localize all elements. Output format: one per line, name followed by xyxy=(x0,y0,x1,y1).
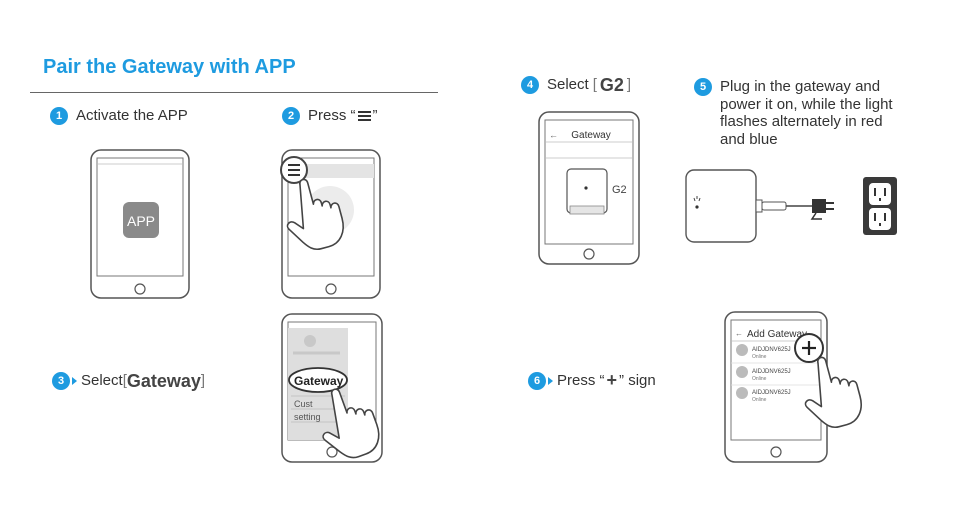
g2-device-label: G2 xyxy=(612,184,627,196)
step-1: 1 Activate the APP xyxy=(50,107,188,125)
back-arrow-icon: ← xyxy=(549,130,558,140)
device-name: AIDJDNV625J xyxy=(752,390,791,396)
phone-select-gateway: Gateway Cust setting xyxy=(281,313,386,467)
phone-press-menu xyxy=(276,149,381,299)
step-4-badge: 4 xyxy=(521,76,539,94)
phone-activate-app: APP xyxy=(90,149,190,299)
title-divider xyxy=(30,92,438,93)
step-6-arrow-icon xyxy=(548,377,553,385)
menu-item-custom: Cust xyxy=(294,399,313,409)
step-5-line-2: power it on, while the light xyxy=(720,95,893,113)
step-3-bracket-open: [ xyxy=(122,372,127,389)
step-3-keyword: Gateway xyxy=(126,371,201,391)
step-4-bracket-open: [ xyxy=(592,76,597,93)
step-3-arrow-icon xyxy=(72,377,77,385)
device-avatar xyxy=(736,344,748,356)
step-3-bracket-close: ] xyxy=(200,372,206,389)
g2-screen-header: Gateway xyxy=(571,130,610,141)
step-5: 5 Plug in the gateway and power it on, w… xyxy=(694,78,893,148)
step-2-text-post: ” xyxy=(372,107,378,124)
device-avatar xyxy=(736,366,748,378)
device-status: Online xyxy=(752,376,767,382)
step-1-badge: 1 xyxy=(50,107,68,125)
gateway-power-illustration xyxy=(685,169,897,243)
device-name: AIDJDNV625J xyxy=(752,347,791,353)
add-gateway-header: Add Gateway xyxy=(747,329,807,340)
step-5-line-3: flashes alternately in red xyxy=(720,113,883,130)
step-6-text-pre: Press “ xyxy=(557,372,605,389)
step-4: 4 Select [ G2 ] xyxy=(521,76,631,94)
step-5-line-1: Plug in the gateway and xyxy=(720,78,881,95)
step-5-text: Plug in the gateway and power it on, whi… xyxy=(720,78,893,148)
step-3: 3 Select [ Gateway ] xyxy=(52,372,205,390)
step-5-line-4: and blue xyxy=(720,130,778,148)
step-5-badge: 5 xyxy=(694,78,712,96)
menu-item-setting: setting xyxy=(294,412,321,422)
device-status: Online xyxy=(752,397,767,403)
step-3-badge: 3 xyxy=(52,372,70,390)
step-6: 6 Press “ + ” sign xyxy=(528,370,656,390)
back-arrow-icon: ← xyxy=(735,329,743,338)
power-plug xyxy=(812,199,826,213)
device-status: Online xyxy=(752,354,767,360)
device-avatar xyxy=(736,387,748,399)
app-icon-label: APP xyxy=(127,213,155,229)
phone-add-gateway: ← Add Gateway AIDJDNV625J Online AIDJDNV… xyxy=(724,311,868,463)
step-2-text-pre: Press “ xyxy=(308,107,356,124)
step-6-plus-symbol: + xyxy=(606,370,618,390)
step-1-text: Activate the APP xyxy=(76,107,188,124)
step-6-badge: 6 xyxy=(528,372,546,390)
menu-item-gateway: Gateway xyxy=(294,374,344,388)
step-6-text-post: ” sign xyxy=(619,372,656,389)
page-title: Pair the Gateway with APP xyxy=(43,56,296,78)
app-icon xyxy=(123,202,159,238)
step-4-bracket-close: ] xyxy=(626,76,632,93)
step-4-text-pre: Select xyxy=(547,76,589,93)
gateway-menu-item xyxy=(288,367,348,393)
step-2-badge: 2 xyxy=(282,107,300,125)
step-3-text-pre: Select xyxy=(81,372,123,389)
menu-icon xyxy=(357,111,371,121)
phone-select-g2: ← Gateway G2 xyxy=(538,111,640,265)
device-name: AIDJDNV625J xyxy=(752,369,791,375)
usb-connector xyxy=(761,201,787,211)
step-4-keyword: G2 xyxy=(599,75,624,95)
step-2: 2 Press “ ” xyxy=(282,107,378,125)
